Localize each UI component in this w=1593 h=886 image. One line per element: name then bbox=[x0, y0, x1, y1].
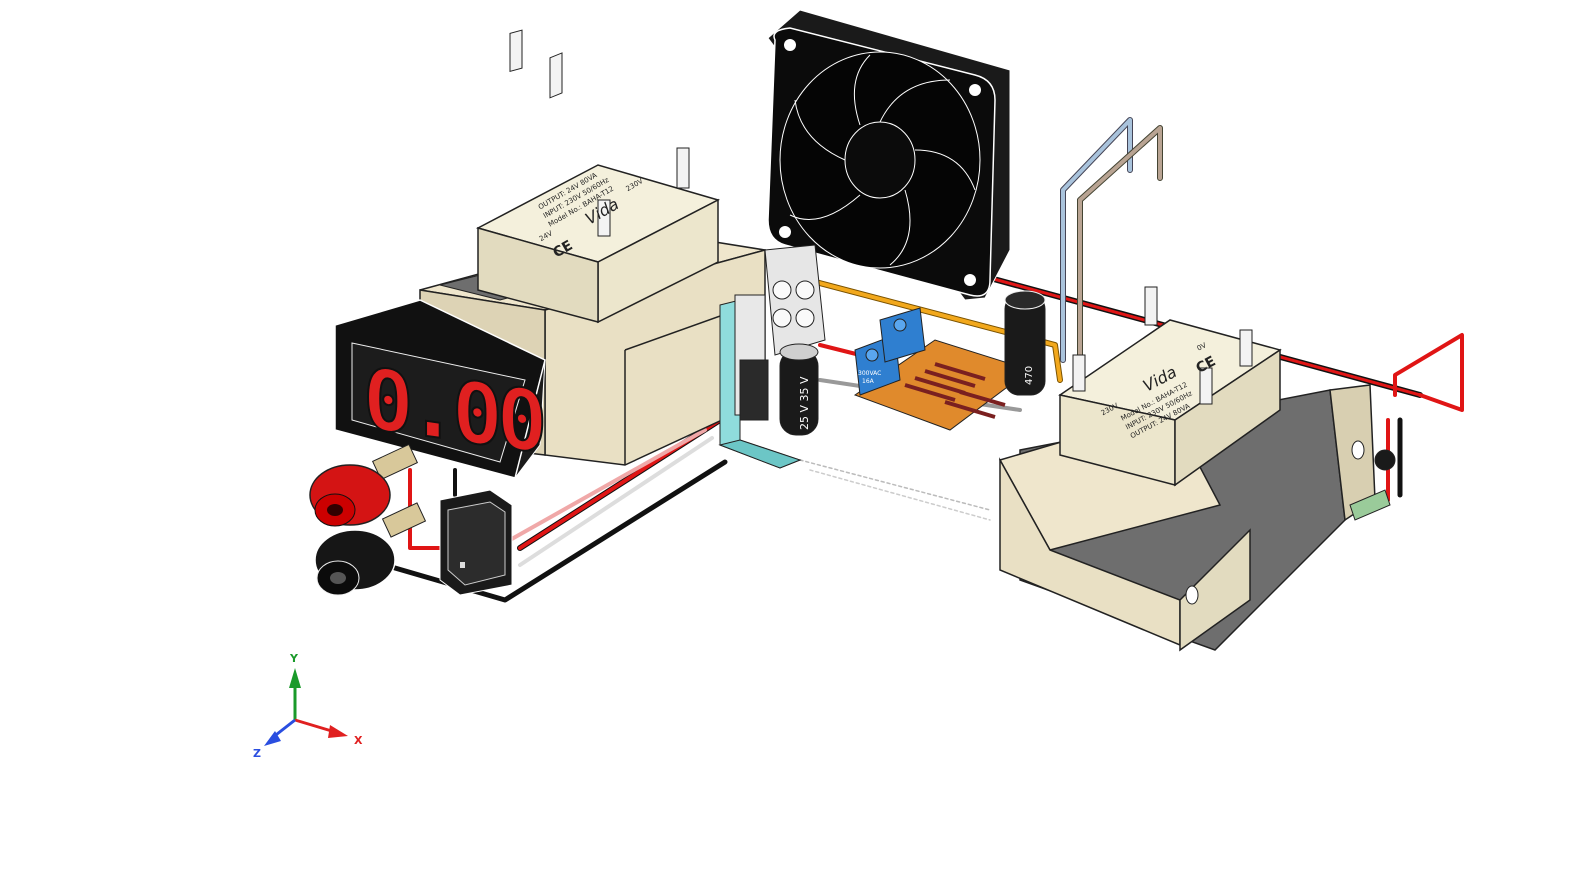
x-axis-line bbox=[294, 718, 336, 734]
z-axis-label: Z bbox=[253, 747, 261, 760]
relay-left-pin-1 bbox=[509, 29, 523, 72]
rocker-switch bbox=[439, 489, 513, 596]
hidden-wire-2 bbox=[809, 469, 991, 521]
black-wire-front bbox=[392, 459, 728, 603]
black-jack-hole bbox=[330, 572, 346, 584]
transformer-right-end-hole bbox=[1351, 440, 1365, 460]
terminal-screw-4 bbox=[795, 308, 815, 328]
regulator-assembly: 25 V 35 V bbox=[718, 244, 826, 469]
blue-terminal-screw-2 bbox=[893, 318, 907, 332]
capacitor-right-label: 470 bbox=[1024, 366, 1035, 385]
capacitor-right-top bbox=[1004, 290, 1046, 310]
circuit-board: 300VAC 16A 470 bbox=[853, 290, 1046, 431]
orange-wire-inner bbox=[768, 268, 1062, 382]
pcb-resistors bbox=[904, 362, 1006, 419]
relay-right-pin-1 bbox=[1144, 286, 1158, 326]
y-axis-label: Y bbox=[289, 652, 299, 665]
display-window bbox=[351, 342, 526, 463]
regulator-dark bbox=[739, 359, 769, 421]
fan-screw-hole-4 bbox=[779, 226, 791, 238]
fan-screw-hole-1 bbox=[784, 39, 796, 51]
terminal-screw-1 bbox=[772, 280, 792, 300]
voltage-display: 0.00 bbox=[334, 299, 546, 480]
red-loop-right bbox=[1393, 333, 1464, 412]
left-relay: Vida Model No.: BAHA-T12 INPUT: 230V 50/… bbox=[475, 29, 721, 324]
terminal-screw-3 bbox=[772, 308, 792, 328]
relay-left-side bbox=[477, 227, 599, 323]
transformer-right-bracket bbox=[1179, 528, 1251, 652]
cooling-fan bbox=[767, 9, 1011, 301]
blue-terminal-screw-1 bbox=[865, 348, 879, 362]
capacitor-label: 25 V 35 V bbox=[798, 376, 811, 430]
relay-left-pin-2 bbox=[549, 52, 563, 99]
terminal-label-line2: 16A bbox=[862, 378, 875, 385]
relay-left-pin-3 bbox=[676, 147, 690, 189]
blue-terminal-2 bbox=[879, 307, 926, 363]
relay-left-pin-4 bbox=[597, 199, 611, 237]
heatsink-base bbox=[718, 439, 802, 469]
red-banana-jack bbox=[309, 443, 419, 527]
potentiometer-knob bbox=[1374, 449, 1396, 471]
terminal-label-line1: 300VAC bbox=[858, 370, 881, 377]
axis-triad: Y X Z bbox=[253, 652, 363, 760]
brown-wire-inner bbox=[1078, 126, 1162, 367]
relay-right-pin-2 bbox=[1239, 329, 1253, 367]
fan-screw-hole-2 bbox=[969, 84, 981, 96]
front-panel-controls bbox=[309, 443, 513, 596]
red-jack-threads bbox=[371, 443, 419, 481]
relay-right-side bbox=[1174, 348, 1281, 487]
transformer-right-mount-hole bbox=[1185, 585, 1199, 605]
hidden-wire-1 bbox=[799, 459, 991, 511]
white-wire bbox=[518, 436, 714, 567]
black-banana-jack bbox=[314, 502, 427, 596]
x-axis-arrow bbox=[328, 725, 348, 738]
fan-hub bbox=[844, 121, 916, 199]
red-jack-hole bbox=[327, 504, 343, 516]
red-wire-jack bbox=[408, 468, 442, 550]
fan-screw-hole-3 bbox=[964, 274, 976, 286]
right-relay: Vida Model No.: BAHA-T12 INPUT: 230V 50/… bbox=[1058, 286, 1282, 487]
x-axis-label: X bbox=[354, 734, 363, 747]
relay-left-label-group: Vida Model No.: BAHA-T12 INPUT: 230V 50/… bbox=[537, 171, 645, 261]
small-pcb-right bbox=[1349, 489, 1391, 521]
switch-rocker bbox=[447, 501, 506, 586]
relay-right-pin-3 bbox=[1072, 354, 1086, 392]
screw-terminal-block bbox=[764, 244, 826, 356]
y-axis-arrow bbox=[289, 668, 301, 688]
switch-mark bbox=[460, 562, 465, 568]
capacitor-top bbox=[779, 343, 819, 361]
blue-grey-wire-inner bbox=[1061, 118, 1132, 362]
black-jack-threads bbox=[381, 502, 427, 538]
z-axis-arrow bbox=[264, 731, 281, 746]
fan-blades bbox=[789, 54, 976, 266]
relay-right-vout: 0V bbox=[1196, 341, 1208, 353]
terminal-screw-2 bbox=[795, 280, 815, 300]
red-wire-pcb bbox=[818, 343, 862, 357]
relay-right-pin-4 bbox=[1199, 367, 1213, 405]
